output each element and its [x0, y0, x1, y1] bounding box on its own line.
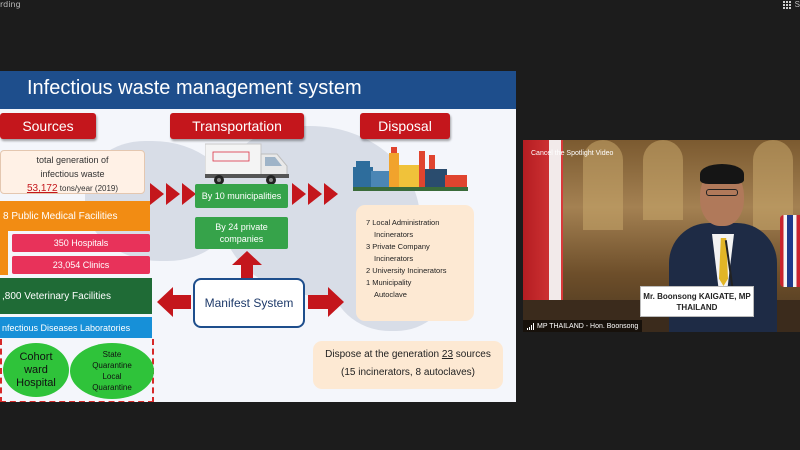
chevron-right-icon: [182, 183, 196, 205]
dispose-summary-box: Dispose at the generation 23 sources (15…: [313, 341, 503, 389]
view-label-fragment: S: [794, 0, 800, 9]
disposal-heading: Disposal: [360, 113, 450, 139]
state-line3: Local: [102, 372, 122, 381]
shared-slide: Infectious waste management system Sourc…: [0, 71, 516, 402]
window-title-fragment: rding: [0, 0, 21, 9]
chevron-right-icon: [308, 183, 322, 205]
dispose-number: 23: [441, 349, 454, 360]
private-line2: companies: [219, 234, 264, 244]
cohort-line3: Hospital: [16, 376, 56, 389]
participant-hair: [700, 164, 744, 184]
state-quarantine-oval: State Quarantine Local Quarantine: [70, 343, 154, 399]
factory-icon: [353, 147, 468, 191]
labs-bar: nfectious Diseases Laboratories: [0, 317, 152, 338]
generation-line2: infectious waste: [40, 169, 105, 179]
nameplate: Mr. Boonsong KAIGATE, MP THAILAND: [640, 286, 754, 317]
disposal-item: 3 Private Company: [366, 242, 430, 251]
dispose-prefix: Dispose at the generation: [325, 349, 442, 360]
signal-strength-icon: [527, 322, 534, 330]
participant-name-caption: MP THAILAND - Hon. Boonsong: [523, 320, 643, 332]
disposal-list-box: [356, 205, 474, 321]
slide-header: Infectious waste management system: [0, 71, 516, 109]
nameplate-line2: THAILAND: [676, 303, 718, 312]
participant-name: MP THAILAND - Hon. Boonsong: [537, 322, 639, 330]
participant-tie: [719, 238, 728, 286]
dispose-line2: (15 incinerators, 8 autoclaves): [341, 367, 475, 378]
disposal-item: Incinerators: [374, 254, 414, 263]
view-toggle[interactable]: S: [782, 0, 800, 9]
state-line2: Quarantine: [92, 361, 132, 370]
generation-amount: 53,172: [26, 183, 58, 194]
disposal-list: 7 Local Administration Incinerators 3 Pr…: [356, 205, 474, 321]
chevron-right-icon: [324, 183, 338, 205]
chevron-right-icon: [166, 183, 180, 205]
cancel-spotlight-link[interactable]: Cancel the Spotlight Video: [531, 150, 614, 157]
public-medical-connector: [0, 231, 8, 275]
flag-drape-stripe: [549, 140, 561, 325]
wall-panel: [643, 140, 683, 220]
chevron-right-icon: [292, 183, 306, 205]
thai-flag-icon: [780, 215, 800, 287]
dispose-suffix: sources: [453, 349, 491, 360]
generation-box: total generation of infectious waste 53,…: [0, 150, 145, 194]
state-line1: State: [102, 350, 122, 359]
truck-icon: [205, 143, 289, 185]
slide-title: Infectious waste management system: [27, 77, 362, 99]
hospitals-bar: 350 Hospitals: [12, 234, 150, 252]
state-line4: Quarantine: [92, 383, 132, 392]
gallery-grid-icon[interactable]: [782, 0, 792, 9]
public-medical-bar: 8 Public Medical Facilities: [0, 201, 150, 231]
transportation-heading: Transportation: [170, 113, 304, 139]
generation-unit: tons/year (2019): [57, 184, 119, 193]
arrow-left-icon: [157, 287, 191, 317]
private-companies-bar: By 24 private companies: [195, 217, 288, 249]
cohort-ward-oval: Cohort ward Hospital: [3, 343, 69, 397]
sources-heading: Sources: [0, 113, 96, 139]
nameplate-line1: Mr. Boonsong KAIGATE, MP: [643, 292, 751, 301]
chevron-right-icon: [150, 183, 164, 205]
participant-video[interactable]: Cancel the Spotlight Video Mr. Boonsong …: [523, 140, 800, 332]
cohort-line2: ward: [24, 363, 48, 376]
manifest-system-box: Manifest System: [193, 278, 305, 328]
disposal-item: Autoclave: [374, 290, 407, 299]
disposal-item: 7 Local Administration: [366, 218, 440, 227]
arrow-right-icon: [308, 287, 344, 317]
disposal-item: 1 Municipality: [366, 278, 412, 287]
veterinary-bar: ,800 Veterinary Facilities: [0, 278, 152, 314]
private-line1: By 24 private: [215, 222, 268, 232]
participant-glasses: [706, 189, 738, 196]
generation-line1: total generation of: [36, 155, 109, 165]
arrow-up-icon: [232, 251, 262, 278]
municipalities-bar: By 10 municipalities: [195, 184, 288, 208]
cohort-line1: Cohort: [19, 350, 53, 363]
wall-panel: [583, 140, 623, 230]
disposal-item: 2 University Incinerators: [366, 266, 447, 275]
disposal-item: Incinerators: [374, 230, 414, 239]
clinics-bar: 23,054 Clinics: [12, 256, 150, 274]
